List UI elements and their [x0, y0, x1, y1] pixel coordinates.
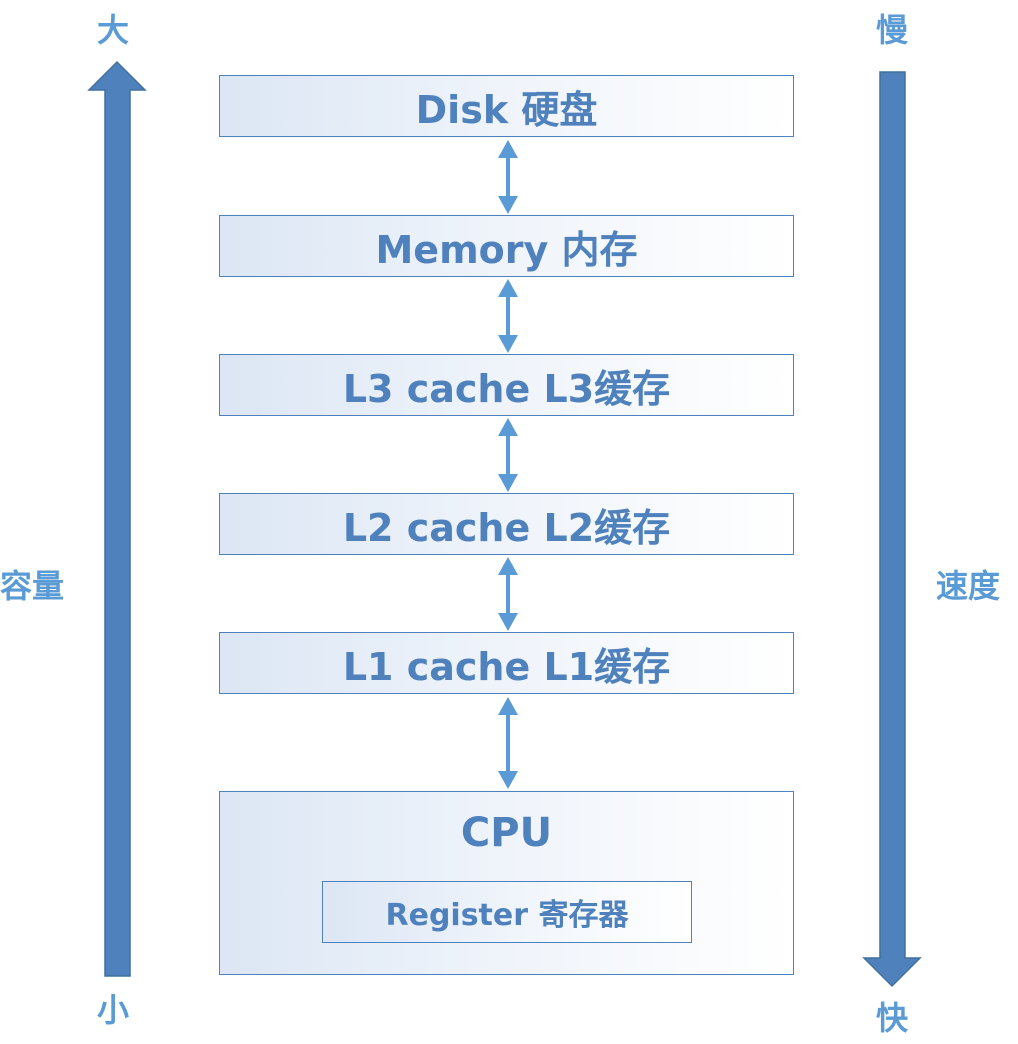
connector-l2-l1: [498, 557, 518, 631]
level-l1-cache-label: L1 cache L1缓存: [342, 644, 671, 689]
level-l3-cache-label: L3 cache L3缓存: [342, 366, 671, 411]
level-l3-cache: L3 cache L3缓存: [219, 354, 794, 416]
speed-arrow-shape: [862, 71, 922, 988]
speed-axis-label: 速度: [936, 567, 1001, 605]
register-label: Register 寄存器: [385, 898, 629, 933]
capacity-top-label: 大: [97, 11, 130, 49]
cpu-box: CPU Register 寄存器: [219, 791, 794, 975]
speed-top-label: 慢: [876, 11, 909, 49]
connector-l1-cpu: [498, 697, 518, 789]
register-box: Register 寄存器: [322, 881, 692, 943]
level-disk-label: Disk 硬盘: [415, 87, 598, 132]
connector-l3-l2: [498, 418, 518, 492]
connector-disk-memory: [498, 140, 518, 214]
level-memory-label: Memory 内存: [375, 227, 638, 272]
level-memory: Memory 内存: [219, 215, 794, 277]
capacity-arrow-shape: [87, 60, 147, 977]
connector-memory-l3: [498, 279, 518, 353]
cpu-label: CPU: [460, 810, 553, 856]
capacity-bottom-label: 小: [97, 991, 130, 1029]
level-disk: Disk 硬盘: [219, 75, 794, 137]
level-l1-cache: L1 cache L1缓存: [219, 632, 794, 694]
capacity-axis-label: 容量: [0, 567, 65, 605]
level-l2-cache: L2 cache L2缓存: [219, 493, 794, 555]
speed-bottom-label: 快: [876, 999, 909, 1037]
level-l2-cache-label: L2 cache L2缓存: [342, 505, 671, 550]
